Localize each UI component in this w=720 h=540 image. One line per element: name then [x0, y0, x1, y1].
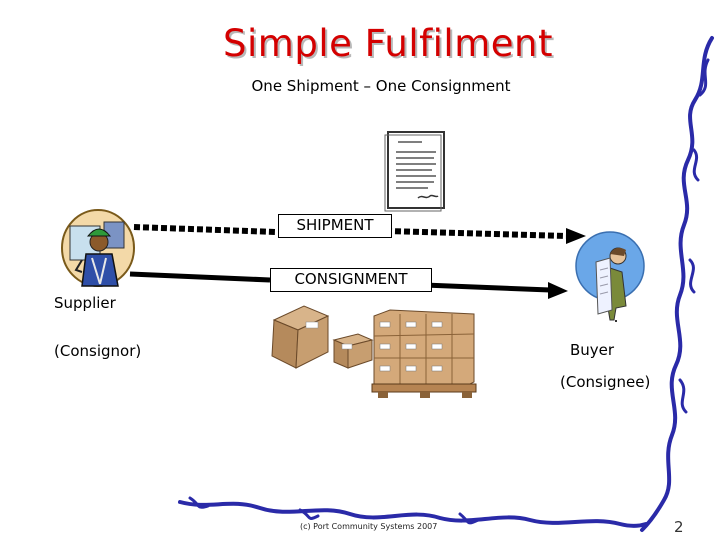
- consignment-label: CONSIGNMENT: [270, 268, 432, 292]
- buyer-label: Buyer: [570, 341, 615, 359]
- slide-subtitle: One Shipment – One Consignment: [251, 77, 511, 95]
- pallet-icon: [371, 309, 477, 398]
- boxes-icon: [271, 305, 374, 369]
- page-number: 2: [674, 518, 684, 536]
- supplier-worker-icon: [61, 209, 135, 287]
- document-icon: [384, 131, 445, 212]
- consignor-label: (Consignor): [54, 342, 142, 360]
- slide-title: Simple Fulfilment: [223, 22, 553, 65]
- supplier-label: Supplier: [54, 294, 116, 312]
- shipment-label: SHIPMENT: [278, 214, 392, 238]
- buyer-reading-icon: [575, 231, 645, 322]
- consignee-label: (Consignee): [560, 373, 651, 391]
- footer-copyright: (c) Port Community Systems 2007: [300, 522, 438, 531]
